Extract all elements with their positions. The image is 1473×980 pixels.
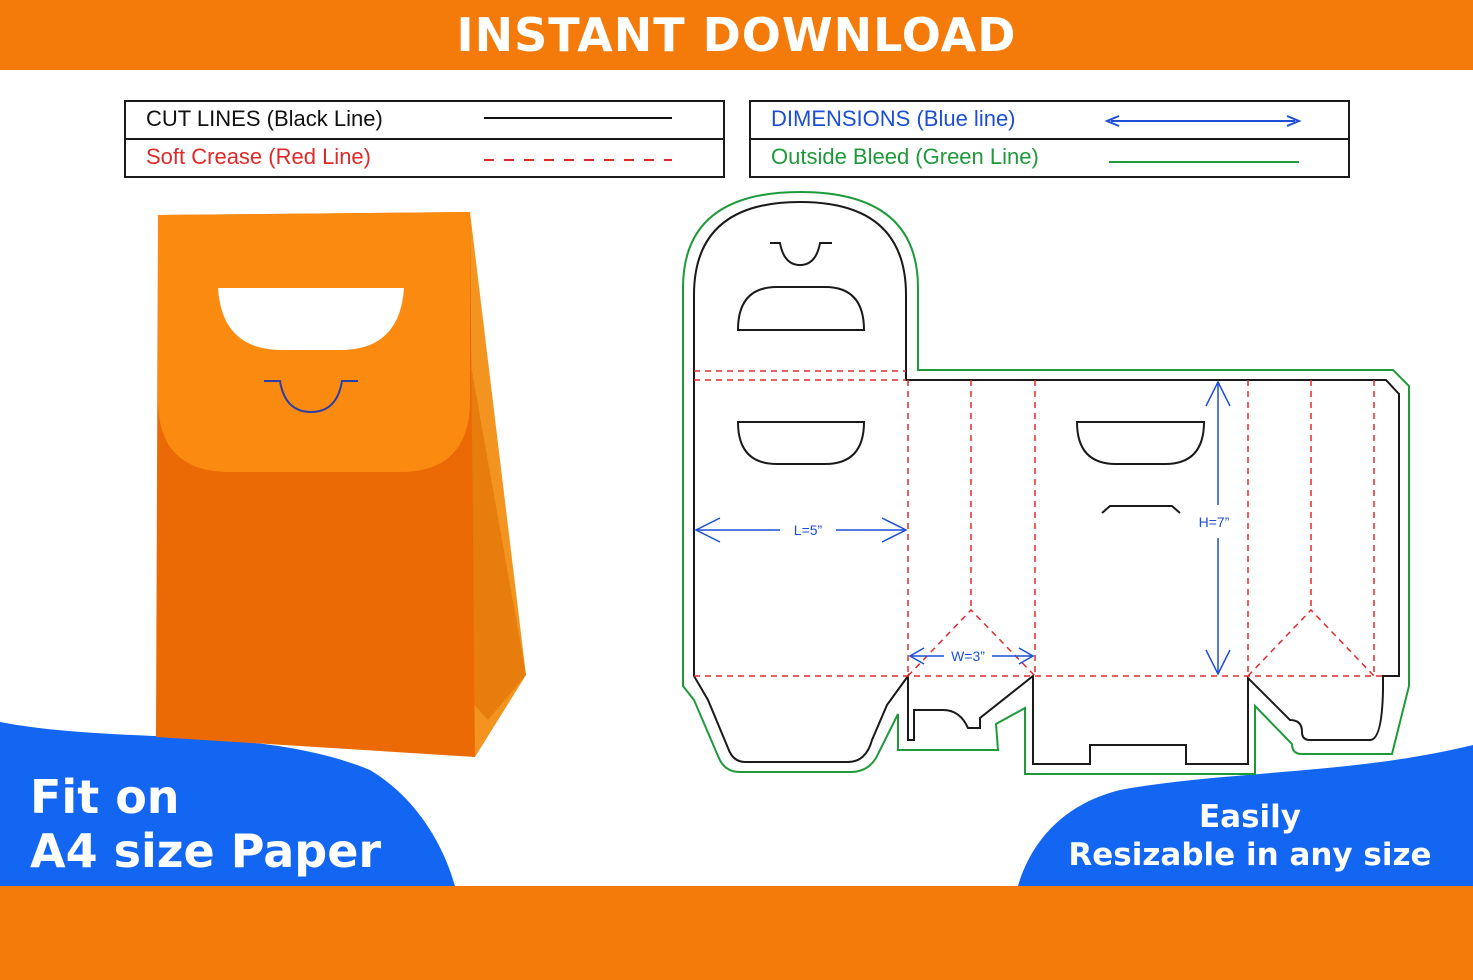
legend-dimensions-label: DIMENSIONS (Blue line) [771, 106, 1016, 131]
dimension-line-sample [1104, 115, 1302, 127]
legend-row-bleed: Outside Bleed (Green Line) [751, 138, 1348, 176]
back-handle-cut [1075, 421, 1206, 465]
a4-fit-badge: Fit on A4 size Paper [30, 770, 381, 878]
bag-handle-hole [218, 288, 404, 350]
top-banner: INSTANT DOWNLOAD [0, 0, 1473, 70]
bottom-banner [0, 886, 1473, 980]
bag-lock-slot [264, 380, 358, 414]
top-handle-cut [736, 286, 866, 331]
crease-lines [694, 370, 1383, 677]
legend-cut-label: CUT LINES (Black Line) [146, 106, 383, 131]
banner-title: INSTANT DOWNLOAD [456, 8, 1017, 62]
legend-bleed-label: Outside Bleed (Green Line) [771, 144, 1039, 169]
width-dimension-label: W=3” [951, 648, 985, 664]
legend-left: CUT LINES (Black Line) Soft Crease (Red … [124, 100, 725, 178]
left-blue-wave [0, 722, 455, 886]
resizable-badge: Easily Resizable in any size [1030, 798, 1470, 874]
bag-side-shadow [470, 360, 526, 720]
cut-line-sample [484, 117, 672, 119]
height-dimension-label: H=7” [1199, 514, 1230, 530]
resizable-line2: Resizable in any size [1068, 837, 1432, 873]
right-blue-wave [1018, 745, 1473, 886]
legend-crease-label: Soft Crease (Red Line) [146, 144, 371, 169]
cut-outline [693, 200, 1400, 765]
legend-right: DIMENSIONS (Blue line) Outside Bleed (Gr… [749, 100, 1350, 178]
front-handle-cut [736, 421, 866, 465]
a4-fit-line2: A4 size Paper [30, 824, 382, 878]
bleed-line-sample [1109, 161, 1299, 163]
bleed-outline [682, 190, 1410, 775]
legend-row-cut: CUT LINES (Black Line) [126, 102, 723, 138]
top-slot-cut [770, 242, 832, 267]
dimension-arrows [694, 380, 1231, 676]
length-dimension-label: L=5” [794, 522, 823, 538]
a4-fit-line1: Fit on [30, 770, 180, 824]
back-slot-cut [1101, 505, 1181, 514]
legend-row-dimensions: DIMENSIONS (Blue line) [751, 102, 1348, 138]
resizable-line1: Easily [1198, 799, 1301, 835]
legend-row-crease: Soft Crease (Red Line) [126, 138, 723, 176]
